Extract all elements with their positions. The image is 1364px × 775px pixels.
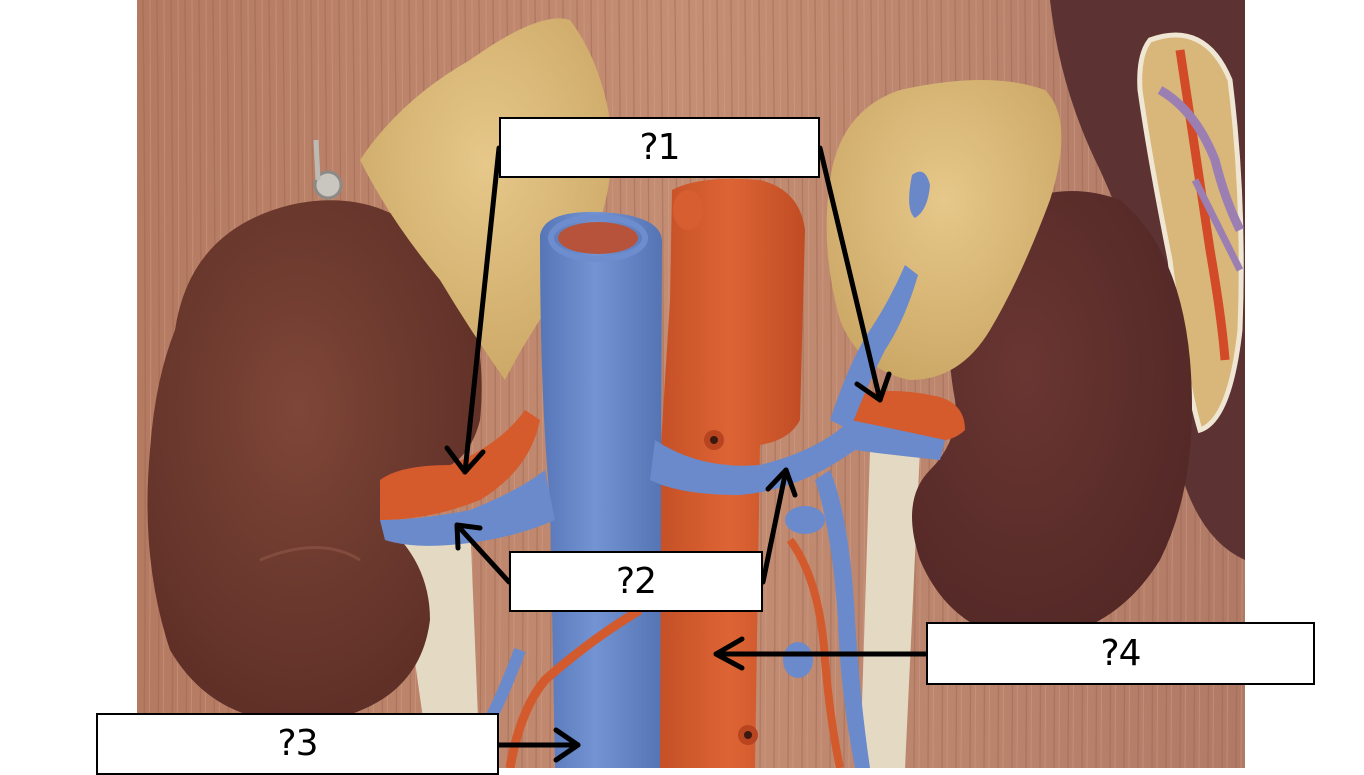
anatomy-model-photo	[137, 0, 1245, 768]
